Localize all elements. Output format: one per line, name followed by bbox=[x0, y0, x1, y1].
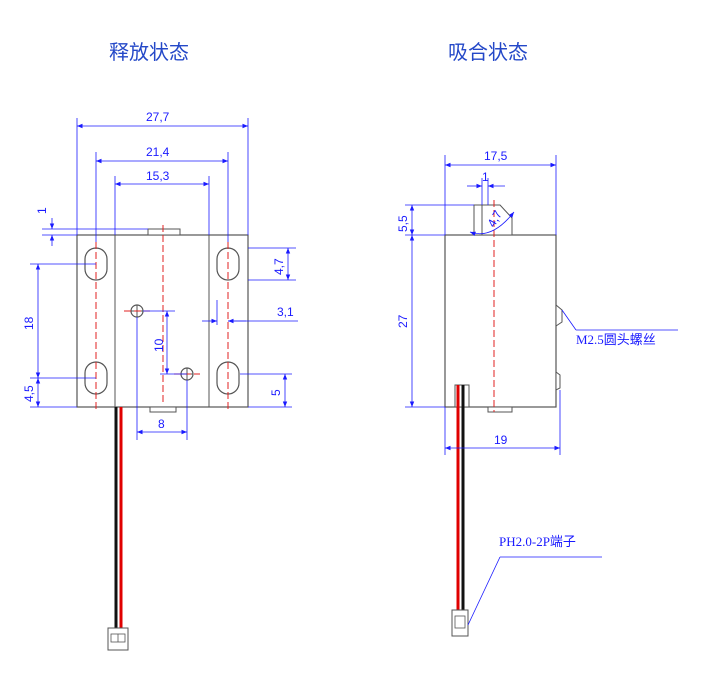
release-view: 27,7 21,4 15,3 1 18 4,5 4,7 3,1 10 5 8 bbox=[22, 110, 298, 651]
dim-bottom-right: 5 bbox=[269, 389, 283, 396]
solenoid-body-side bbox=[444, 234, 557, 408]
attract-state-title: 吸合状态 bbox=[448, 40, 528, 64]
bottom-tab bbox=[149, 406, 177, 413]
dim-plunger-width: 1 bbox=[482, 170, 489, 184]
screw-head-side bbox=[555, 303, 563, 327]
dim-body-height: 27 bbox=[396, 314, 410, 328]
screw-head-side-lower bbox=[555, 371, 561, 391]
dim-plunger-height: 5,5 bbox=[396, 215, 410, 232]
dim-base-width: 19 bbox=[494, 433, 508, 447]
dim-screw-spacing-v: 10 bbox=[152, 338, 166, 352]
dim-bottom-hole: 4,5 bbox=[22, 385, 36, 402]
connector-left bbox=[107, 627, 129, 651]
dim-hole-spacing-v: 18 bbox=[22, 316, 36, 330]
dim-width-holes: 21,4 bbox=[146, 145, 170, 159]
connector-note: PH2.0-2P端子 bbox=[499, 534, 576, 549]
dim-hole-slot: 4,7 bbox=[272, 258, 286, 275]
release-state-title: 释放状态 bbox=[109, 40, 189, 64]
attract-view: 17,5 1 5,5 4,7 27 19 M2.5圆头螺丝 PH2.0-2P端子 bbox=[396, 149, 678, 637]
plunger-top bbox=[147, 228, 181, 236]
connector-right bbox=[451, 609, 469, 637]
dim-width-outer: 27,7 bbox=[146, 110, 170, 124]
bottom-tab-side bbox=[487, 406, 513, 413]
dim-screw-spacing-h: 8 bbox=[158, 417, 165, 431]
dim-hole-offset: 3,1 bbox=[277, 305, 294, 319]
screw-note: M2.5圆头螺丝 bbox=[576, 332, 656, 347]
dim-plunger-step: 1 bbox=[35, 207, 49, 214]
dim-width-top: 17,5 bbox=[484, 149, 508, 163]
dim-width-inner: 15,3 bbox=[146, 169, 170, 183]
